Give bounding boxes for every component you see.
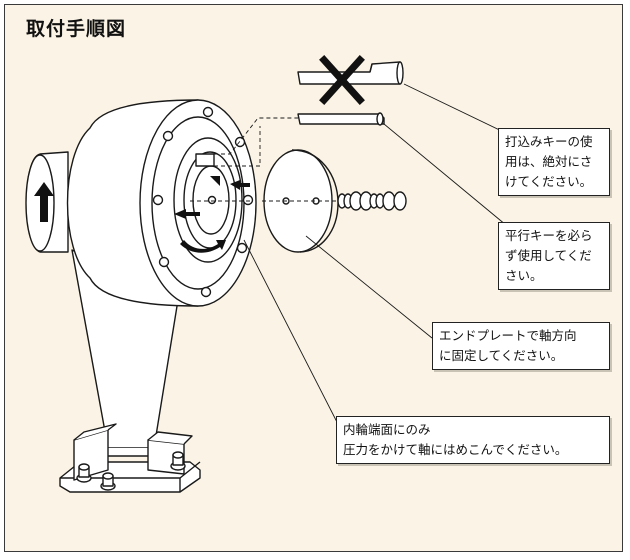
leader-lines: [243, 83, 513, 429]
callout-line: 平行キーを必ら: [505, 228, 593, 243]
fixing-bolts: [337, 191, 407, 211]
rotation-arrow-icon: [180, 240, 226, 253]
callout-no-driven-key: 打込みキーの使 用は、絶対にさ けてください。: [498, 128, 610, 196]
cross-mark-icon: [319, 55, 365, 105]
callout-line: さい。: [505, 268, 543, 283]
housing-body: [66, 99, 257, 307]
callout-line: ず使用してくだ: [505, 248, 592, 263]
callout-parallel-key: 平行キーを必ら ず使用してくだ さい。: [498, 222, 610, 290]
direction-arrow-icon: [210, 176, 220, 186]
callout-line: けてください。: [505, 174, 593, 189]
callout-line: 打込みキーの使: [505, 134, 593, 149]
parallel-key: [297, 112, 385, 126]
callout-line: 内輪端面にのみ: [343, 422, 431, 437]
callout-line: エンドプレートで軸方向: [439, 328, 577, 343]
callout-inner-ring: 内輪端面にのみ 圧力をかけて軸にはめこんでください。: [336, 416, 610, 464]
callout-line: 用は、絶対にさ: [505, 154, 593, 169]
direction-arrow-icon: [230, 180, 250, 190]
foot-plate: [59, 423, 201, 493]
callout-line: 圧力をかけて軸にはめこんでください。: [343, 442, 568, 457]
direction-arrow-icon: [174, 209, 200, 219]
callout-line: に固定してください。: [439, 348, 564, 363]
diagram-title: 取付手順図: [26, 18, 127, 40]
rotation-arrow-icon: [34, 182, 54, 222]
callout-end-plate: エンドプレートで軸方向 に固定してください。: [432, 322, 610, 370]
alignment-lines: [190, 117, 336, 202]
